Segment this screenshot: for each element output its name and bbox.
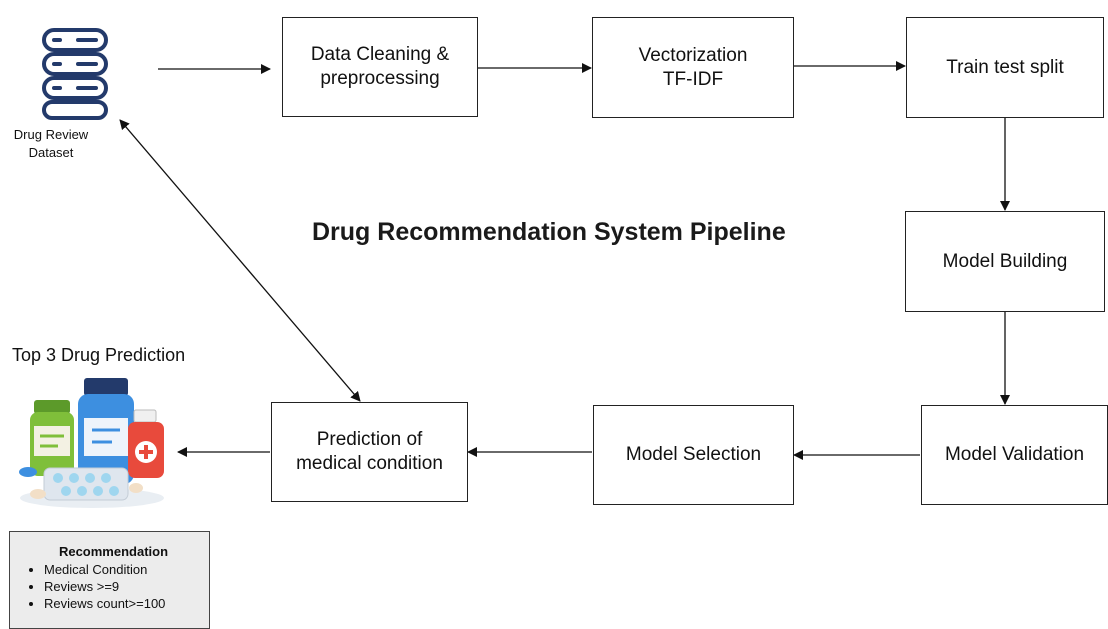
dataset-label: Drug Review Dataset: [13, 127, 89, 160]
recommendation-title: Recommendation: [58, 544, 169, 559]
node-train-test-split: Train test split: [906, 17, 1104, 118]
node-model-building: Model Building: [905, 211, 1105, 312]
medicine-bottles-icon: [19, 378, 164, 508]
node-prediction: Prediction of medical condition: [271, 402, 468, 502]
top-drug-prediction-label: Top 3 Drug Prediction: [12, 345, 186, 365]
node-vectorization: Vectorization TF-IDF: [592, 17, 794, 118]
node-model-selection: Model Selection: [593, 405, 794, 505]
diagram-title: Drug Recommendation System Pipeline: [312, 218, 786, 246]
recommendation-box: Recommendation Medical Condition Reviews…: [9, 531, 210, 629]
recommendation-criteria-list: Medical Condition Reviews >=9 Reviews co…: [24, 561, 203, 612]
node-data-cleaning: Data Cleaning & preprocessing: [282, 17, 478, 117]
node-model-validation: Model Validation: [921, 405, 1108, 505]
arrow-prediction-to-dataset: [119, 119, 361, 402]
criteria-item: Reviews count>=100: [44, 595, 203, 612]
criteria-item: Reviews >=9: [44, 578, 203, 595]
database-icon: [42, 28, 108, 120]
criteria-item: Medical Condition: [44, 561, 203, 578]
